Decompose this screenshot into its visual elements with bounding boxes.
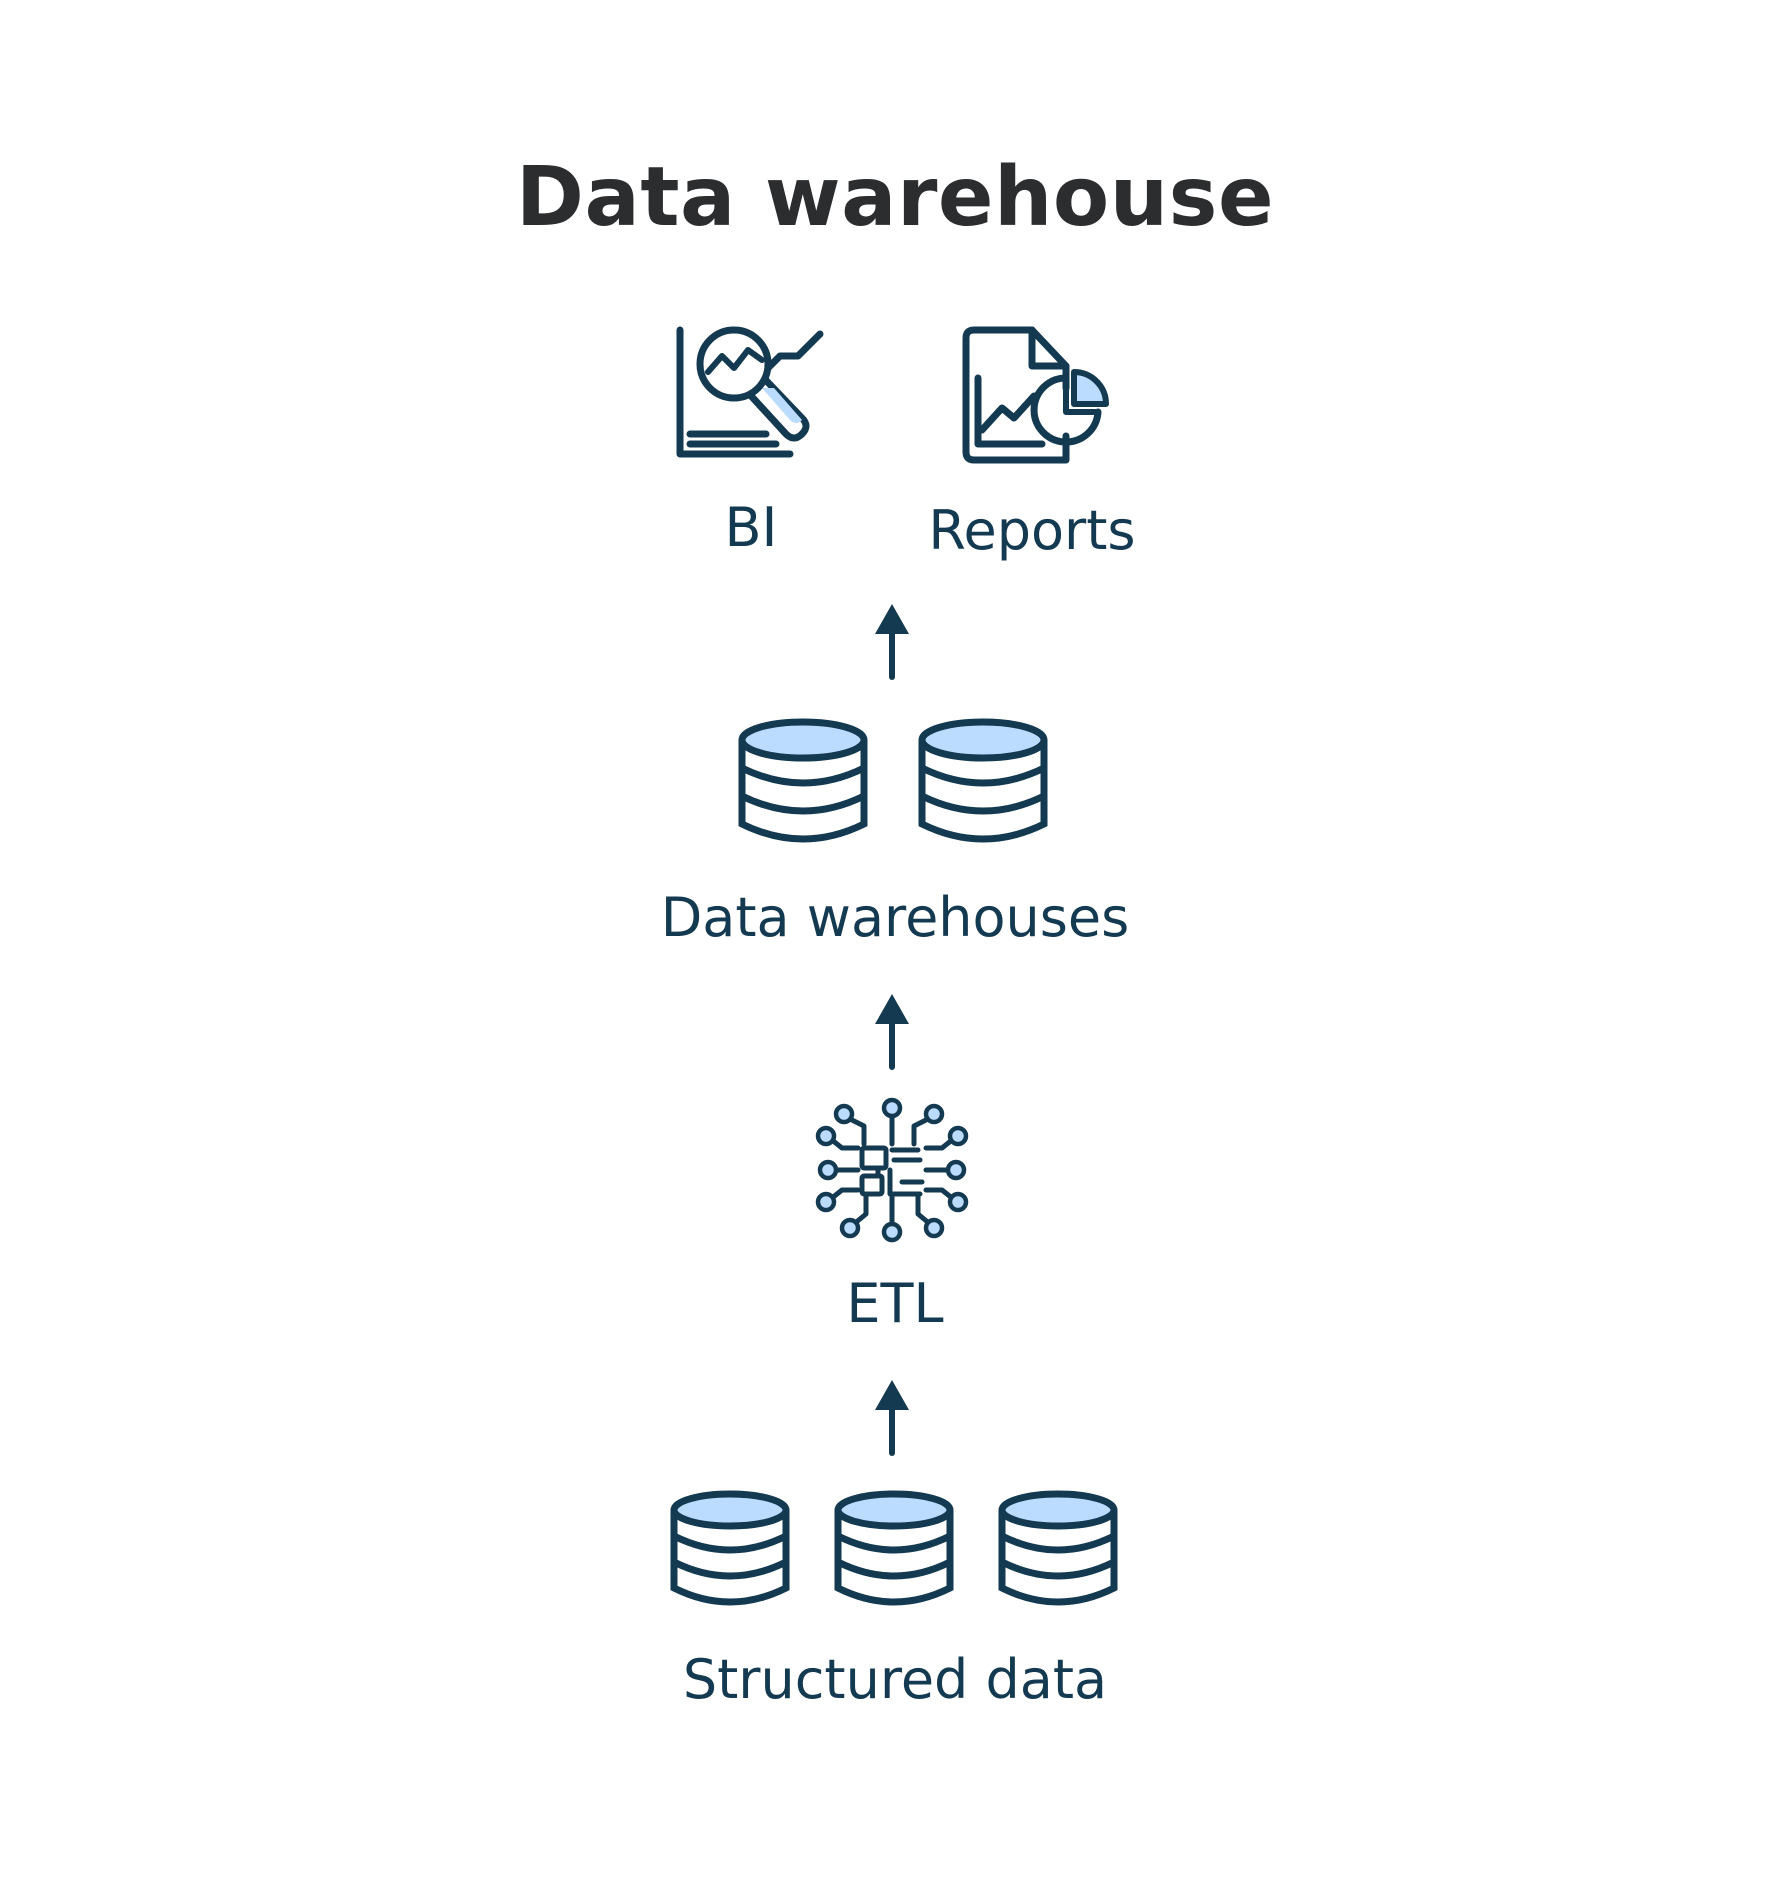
etl-label: ETL: [846, 1272, 944, 1335]
database-icon: [738, 718, 868, 843]
page-title: Data warehouse: [515, 150, 1275, 245]
bi-analytics-icon: [676, 326, 824, 458]
arrow-up-icon: [875, 604, 909, 680]
arrow-up-icon: [875, 994, 909, 1070]
reports-label: Reports: [928, 499, 1136, 562]
database-icon: [918, 718, 1048, 843]
report-document-icon: [962, 326, 1109, 464]
structured-data-label: Structured data: [682, 1648, 1108, 1711]
arrow-up-icon: [875, 1380, 909, 1456]
bi-label: BI: [724, 496, 778, 559]
database-icon: [834, 1490, 954, 1606]
data-warehouses-label: Data warehouses: [660, 886, 1130, 949]
database-icon: [998, 1490, 1118, 1606]
circuit-chip-icon: [815, 1097, 969, 1243]
database-icon: [670, 1490, 790, 1606]
